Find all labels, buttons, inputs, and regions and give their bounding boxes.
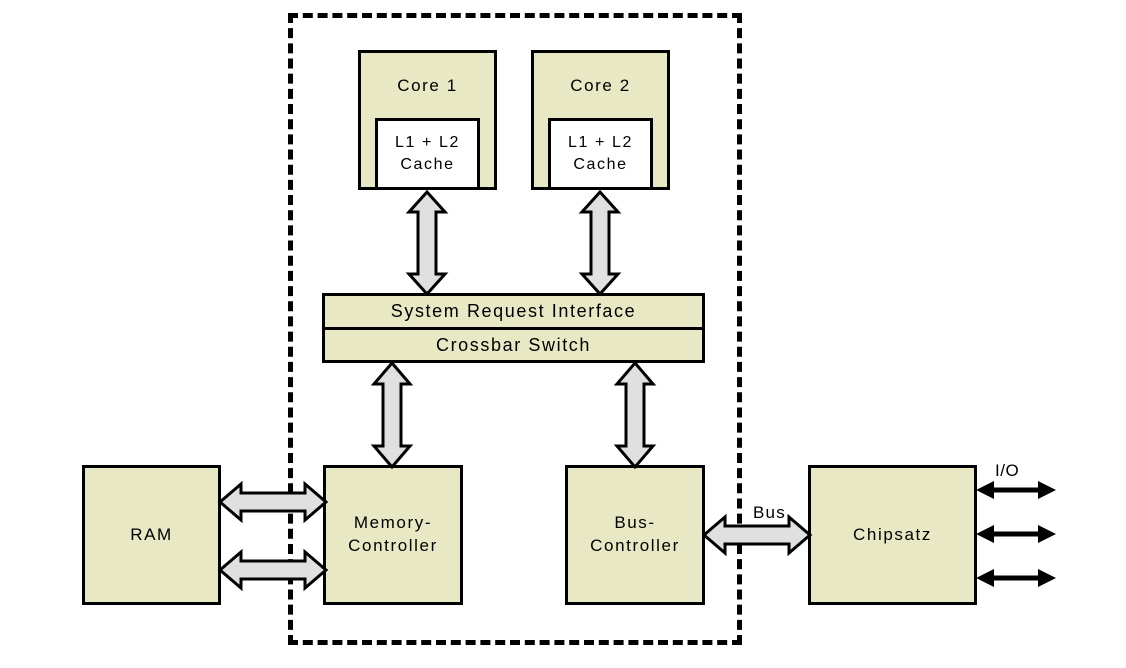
connector-crossbar-to-bus-controller	[613, 360, 657, 470]
core-2-cache-label: L1 + L2 Cache	[567, 134, 634, 173]
chipsatz-box[interactable]: Chipsatz	[808, 465, 977, 605]
crossbar-switch-label: Crossbar Switch	[435, 334, 592, 355]
memory-controller-box[interactable]: Memory- Controller	[323, 465, 463, 605]
connector-bus-controller-to-chipsatz	[701, 513, 813, 557]
bus-controller-box[interactable]: Bus- Controller	[565, 465, 705, 605]
bus-controller-label: Bus- Controller	[590, 513, 680, 555]
connector-ram-to-memory-controller-lower	[217, 548, 329, 592]
chipsatz-label: Chipsatz	[853, 524, 932, 544]
connector-chipsatz-io-1	[976, 481, 1056, 499]
core-1-cache-box[interactable]: L1 + L2 Cache	[375, 118, 480, 190]
memory-controller-label: Memory- Controller	[348, 513, 438, 555]
core-1-label: Core 1	[397, 76, 458, 95]
connector-core1-to-sri	[405, 189, 449, 297]
system-request-interface-box[interactable]: System Request Interface	[322, 293, 705, 329]
connector-chipsatz-io-2	[976, 525, 1056, 543]
bus-connector-label: Bus	[753, 503, 786, 522]
connector-ram-to-memory-controller-upper	[217, 480, 329, 524]
core-2-label: Core 2	[570, 76, 631, 95]
ram-label: RAM	[130, 524, 173, 544]
chip-package-boundary	[288, 13, 742, 645]
connector-chipsatz-io-3	[976, 569, 1056, 587]
core-2-cache-box[interactable]: L1 + L2 Cache	[548, 118, 653, 190]
connector-crossbar-to-memory-controller	[370, 360, 414, 470]
io-connector-label: I/O	[995, 461, 1020, 480]
ram-box[interactable]: RAM	[82, 465, 221, 605]
connector-core2-to-sri	[578, 189, 622, 297]
system-request-interface-label: System Request Interface	[390, 301, 637, 322]
core-1-cache-label: L1 + L2 Cache	[394, 134, 461, 173]
crossbar-switch-box[interactable]: Crossbar Switch	[322, 329, 705, 363]
